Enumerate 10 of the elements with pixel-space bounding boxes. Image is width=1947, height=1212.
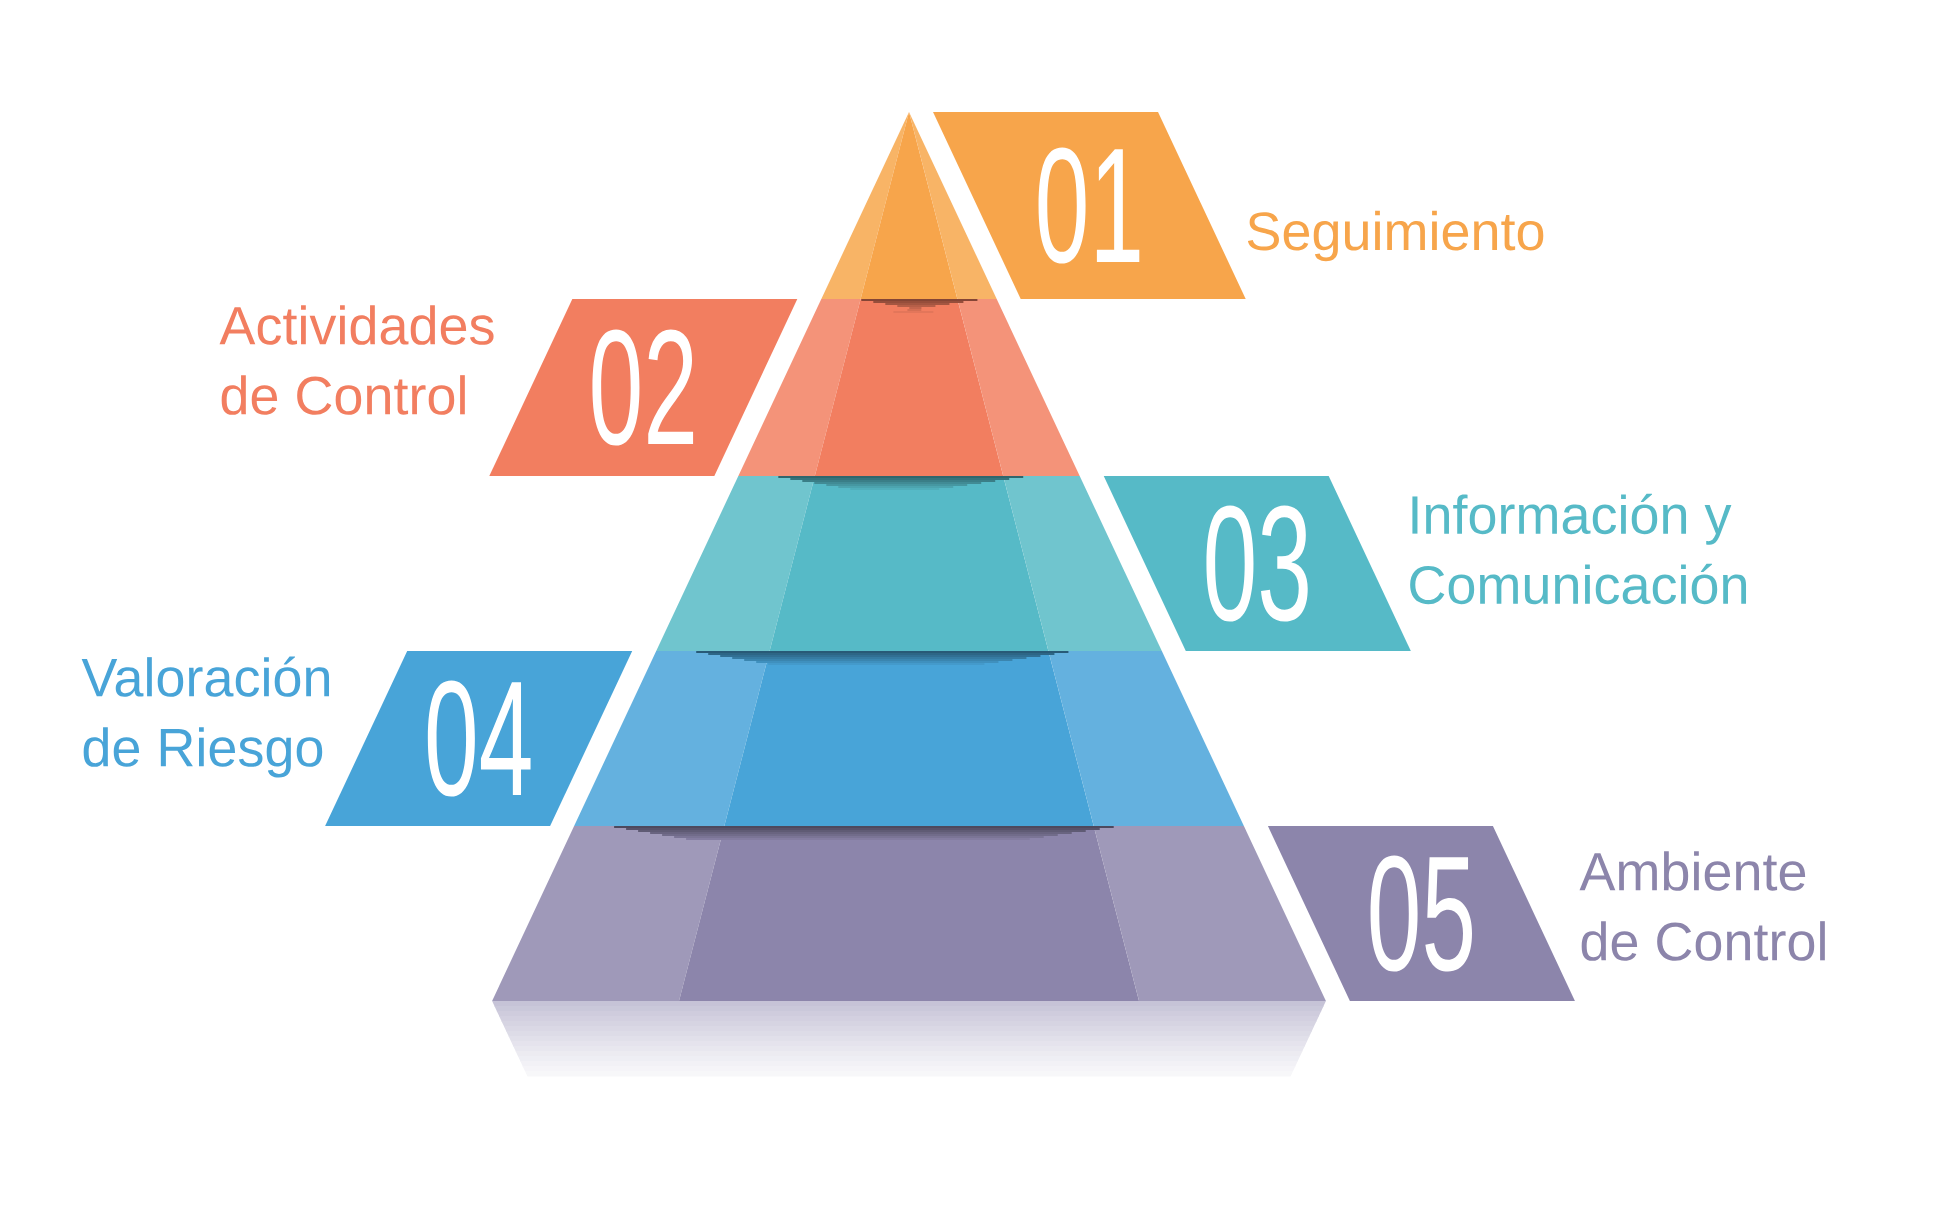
pyramid-layer: [492, 826, 1326, 1001]
tab-label: Ambiente de Control: [1579, 851, 1825, 961]
tab-label: Información y Comunicación: [1410, 493, 1746, 605]
number-tab: 03: [1103, 476, 1411, 651]
tab-label: Seguimiento: [1247, 210, 1544, 262]
pyramid-layer: [656, 476, 1162, 651]
number-tab: 05: [1267, 826, 1575, 1001]
pyramid-layer: [821, 112, 997, 299]
pyramid-layer: [738, 299, 1080, 476]
pyramid-layer: [574, 651, 1244, 826]
